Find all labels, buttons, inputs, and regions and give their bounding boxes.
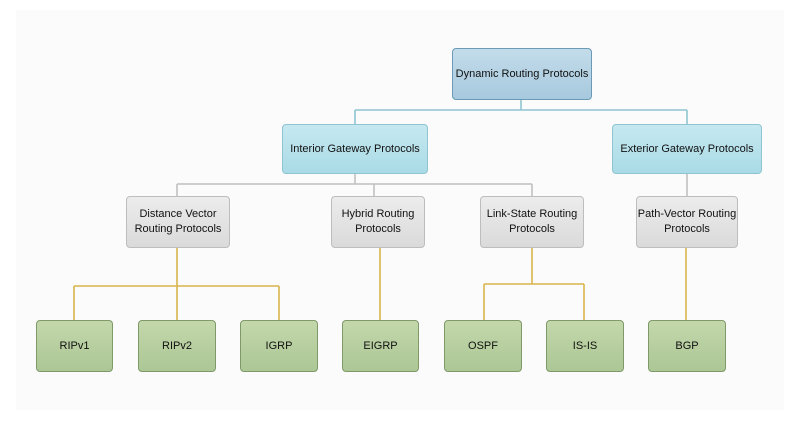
- node-label: Exterior Gateway Protocols: [620, 142, 754, 155]
- node-label: EIGRP: [363, 339, 398, 352]
- node-label: Link-State Routing Protocols: [486, 208, 578, 235]
- ripv2-node: RIPv2: [138, 320, 216, 372]
- bgp-node: BGP: [648, 320, 726, 372]
- dynamic-routing-protocols-node: Dynamic Routing Protocols: [452, 48, 592, 100]
- igrp-node: IGRP: [240, 320, 318, 372]
- exterior-gateway-protocols-node: Exterior Gateway Protocols: [612, 124, 762, 174]
- ospf-node: OSPF: [444, 320, 522, 372]
- node-label: Interior Gateway Protocols: [290, 142, 420, 155]
- node-label: RIPv2: [162, 339, 192, 352]
- ripv1-node: RIPv1: [36, 320, 113, 372]
- path-vector-node: Path-Vector Routing Protocols: [636, 196, 738, 248]
- hybrid-routing-node: Hybrid Routing Protocols: [331, 196, 425, 248]
- node-label: Dynamic Routing Protocols: [455, 67, 589, 80]
- interior-gateway-protocols-node: Interior Gateway Protocols: [282, 124, 428, 174]
- node-label: RIPv1: [59, 339, 90, 352]
- node-label: Path-Vector Routing Protocols: [637, 208, 737, 235]
- eigrp-node: EIGRP: [342, 320, 419, 372]
- node-label: Hybrid Routing Protocols: [341, 208, 415, 235]
- node-label: BGP: [675, 339, 699, 352]
- node-label: IGRP: [265, 339, 293, 352]
- distance-vector-node: Distance Vector Routing Protocols: [126, 196, 230, 248]
- is-is-node: IS-IS: [546, 320, 624, 372]
- node-label: OSPF: [468, 339, 498, 352]
- node-label: Distance Vector Routing Protocols: [134, 208, 222, 235]
- link-state-node: Link-State Routing Protocols: [480, 196, 584, 248]
- node-label: IS-IS: [572, 339, 598, 352]
